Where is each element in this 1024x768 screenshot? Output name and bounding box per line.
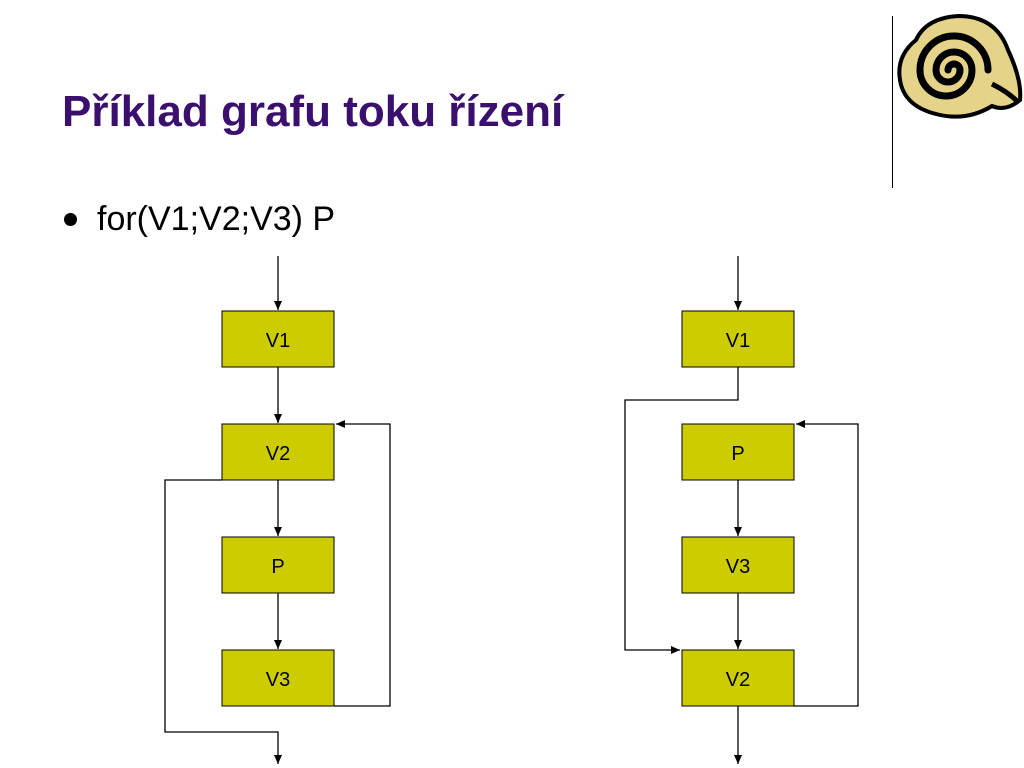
flow-box-label: V3	[726, 556, 750, 578]
flow-box: V1	[681, 310, 795, 368]
edge-exit	[164, 479, 282, 764]
edge-loop-back	[334, 420, 391, 707]
flow-box-label: P	[731, 443, 744, 465]
flow-box: V3	[221, 649, 335, 707]
flow-box: V2	[221, 423, 335, 481]
flow-box: V3	[681, 536, 795, 594]
flow-box-label: V2	[726, 669, 750, 691]
edge-v1-v2	[624, 367, 739, 654]
flow-box: V2	[681, 649, 795, 707]
flow-box: V1	[221, 310, 335, 368]
bullet-item: for(V1;V2;V3) P	[64, 200, 335, 239]
slide-title: Příklad grafu toku řízení	[62, 87, 564, 136]
flowchart-right: V1 P V3 V2	[624, 256, 859, 764]
edge-loop-back	[794, 420, 859, 707]
header-divider	[892, 16, 893, 188]
bullet-dot-icon	[64, 213, 77, 226]
flow-box-label: V2	[266, 443, 290, 465]
flow-box-label: V1	[266, 330, 290, 352]
flow-box: P	[681, 423, 795, 481]
spiral-shell-icon	[896, 10, 1024, 125]
flowchart-left: V1 V2 P V3	[164, 256, 391, 764]
bullet-text: for(V1;V2;V3) P	[97, 200, 336, 238]
flow-box: P	[221, 536, 335, 594]
flow-box-label: V3	[266, 669, 290, 691]
flow-box-label: V1	[726, 330, 750, 352]
flow-box-label: P	[271, 556, 284, 578]
